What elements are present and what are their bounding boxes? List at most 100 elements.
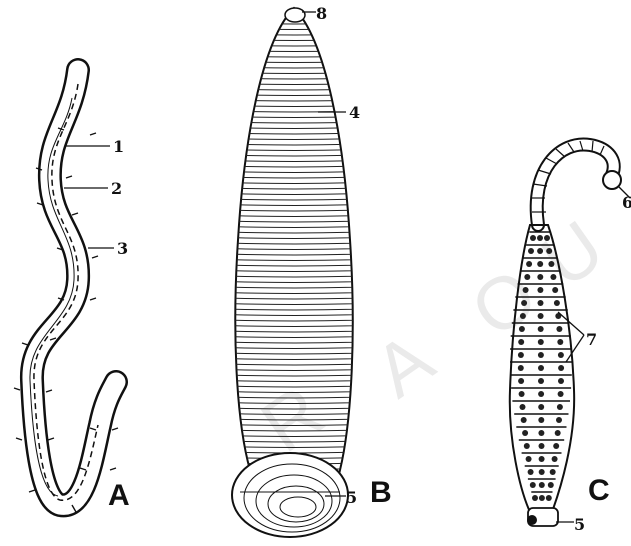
papilla-dot <box>520 404 526 410</box>
papilla-dot <box>554 300 560 306</box>
annulus-line <box>200 242 390 244</box>
callout-b-5: 5 <box>346 488 357 507</box>
papilla-dot <box>558 391 564 397</box>
callout-c-6: 6 <box>622 193 631 212</box>
annulus-line <box>200 94 390 96</box>
papilla-dot <box>537 261 543 267</box>
papilla-dot <box>538 300 544 306</box>
annulus-line <box>200 237 390 239</box>
papilla-dot <box>548 482 554 488</box>
papilla-dot <box>539 443 545 449</box>
papilla-dot <box>539 469 545 475</box>
figure-label-a: A <box>108 479 130 512</box>
annulus-line <box>200 138 390 140</box>
annulus-line <box>200 99 390 101</box>
annulus-line <box>200 28 390 30</box>
annulus-line <box>200 319 390 321</box>
papilla-dot <box>538 326 544 332</box>
papilla-dot <box>518 352 524 358</box>
papilla-dot <box>548 261 554 267</box>
callout-c-7: 7 <box>586 330 597 349</box>
figure-b: 8 4 5 B <box>200 4 392 537</box>
annulus-line <box>200 127 390 129</box>
papilla-dot <box>530 235 536 241</box>
papilla-dot <box>524 443 530 449</box>
annulus-line <box>200 171 390 173</box>
papilla-dot <box>518 339 524 345</box>
annulus-line <box>200 116 390 118</box>
papilla-dot <box>520 313 526 319</box>
annulus-line <box>200 259 390 261</box>
annulus-line <box>200 160 390 162</box>
papilla-dot <box>532 495 538 501</box>
callout-c-5: 5 <box>574 515 585 534</box>
papilla-dot <box>552 456 558 462</box>
papilla-dot <box>556 417 562 423</box>
annulus-line <box>200 132 390 134</box>
papilla-dot <box>558 378 564 384</box>
callout-b-4: 4 <box>349 103 360 122</box>
papilla-dot <box>544 235 550 241</box>
papilla-dot <box>556 326 562 332</box>
papilla-dot <box>557 339 563 345</box>
papilla-dot <box>528 469 534 475</box>
annulus-line <box>200 330 390 332</box>
papilla-dot <box>522 430 528 436</box>
figure-label-b: B <box>370 476 392 509</box>
papilla-dot <box>538 417 544 423</box>
annulus-line <box>200 154 390 156</box>
annulus-line <box>200 308 390 310</box>
annulus-line <box>200 286 390 288</box>
annulus-line <box>200 187 390 189</box>
annulus-line <box>200 121 390 123</box>
annulus-line <box>200 292 390 294</box>
papilla-dot <box>539 482 545 488</box>
papilla-dot <box>538 391 544 397</box>
papilla-dot <box>539 495 545 501</box>
papilla-dot <box>526 261 532 267</box>
annulus-line <box>200 61 390 63</box>
annulus-line <box>200 336 390 338</box>
papilla-dot <box>552 287 558 293</box>
papilla-dot <box>546 495 552 501</box>
annulus-line <box>200 39 390 41</box>
worm-a-body <box>30 70 116 505</box>
papilla-dot <box>537 287 543 293</box>
annulus-line <box>200 204 390 206</box>
annulus-line <box>200 33 390 35</box>
annulus-line <box>200 77 390 79</box>
annulus-line <box>200 88 390 90</box>
annulus-line <box>200 220 390 222</box>
papilla-dot <box>550 469 556 475</box>
annulus-line <box>200 105 390 107</box>
papilla-dot <box>538 365 544 371</box>
annulus-line <box>200 314 390 316</box>
annulus-line <box>200 72 390 74</box>
annulus-line <box>200 176 390 178</box>
papilla-dot <box>538 339 544 345</box>
annulus-line <box>200 352 390 354</box>
papilla-dot <box>519 391 525 397</box>
annulus-line <box>200 198 390 200</box>
papilla-dot <box>524 274 530 280</box>
figure-label-c: C <box>588 474 610 507</box>
papilla-dot <box>537 248 543 254</box>
papilla-dot <box>539 456 545 462</box>
papilla-dot <box>523 287 529 293</box>
papilla-dot <box>519 326 525 332</box>
annulus-line <box>200 165 390 167</box>
papilla-dot <box>521 300 527 306</box>
annulus-line <box>200 374 390 376</box>
figure-a: 1 2 3 A <box>14 70 130 512</box>
annulus-line <box>200 281 390 283</box>
papilla-dot <box>550 274 556 280</box>
watermark-letter: O <box>457 252 552 353</box>
annulus-line <box>200 264 390 266</box>
papilla-dot <box>555 430 561 436</box>
papilla-dot <box>530 482 536 488</box>
annulus-line <box>200 275 390 277</box>
annulus-line <box>200 358 390 360</box>
annulus-line <box>200 182 390 184</box>
papilla-dot <box>538 313 544 319</box>
